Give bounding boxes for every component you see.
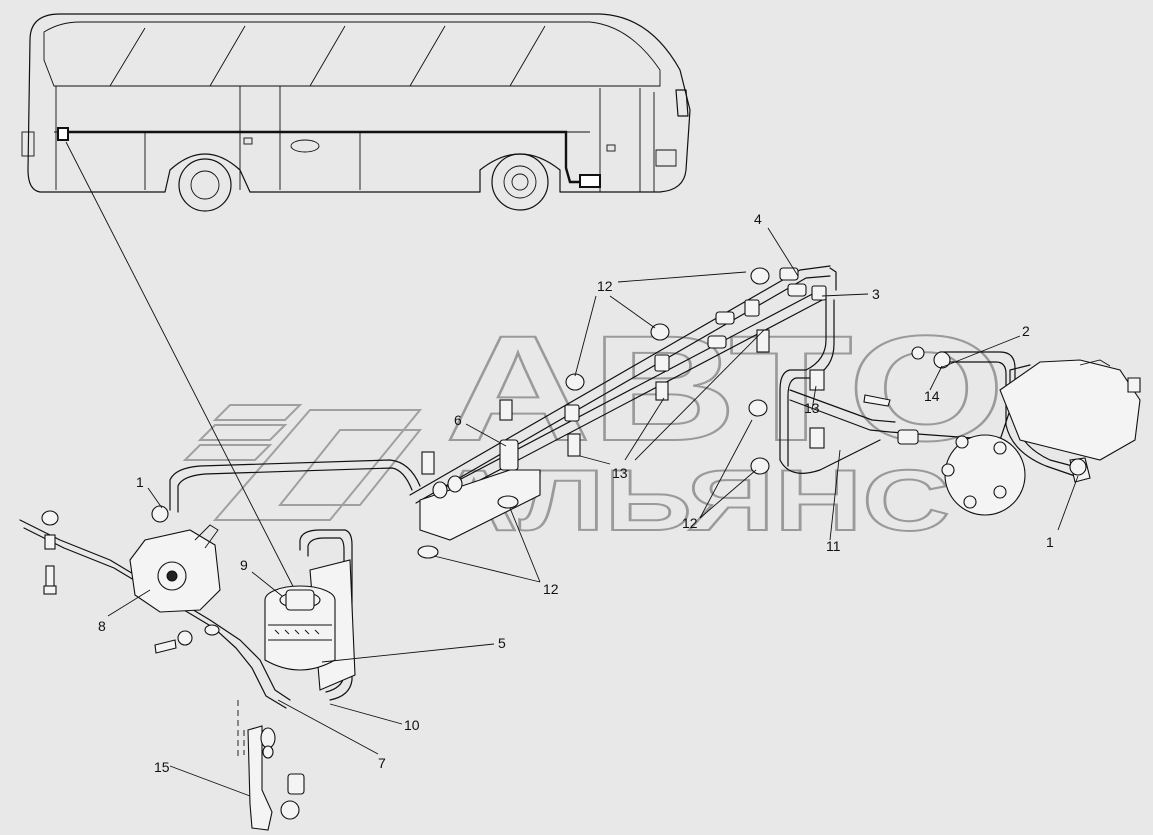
watermark-logo: АВТО АЛЬЯНС [182, 303, 1006, 550]
callout-9: 9 [240, 557, 248, 573]
callout-8: 8 [98, 618, 106, 634]
callout-13-left: 13 [612, 465, 628, 481]
callout-2: 2 [1022, 323, 1030, 339]
callout-12-top: 12 [597, 278, 613, 294]
watermark-emblem [182, 404, 423, 521]
oil-reservoir [264, 559, 356, 691]
callout-4: 4 [754, 211, 762, 227]
callout-11: 11 [826, 538, 841, 554]
mounting-bracket [237, 700, 305, 831]
line-bracket [417, 439, 541, 559]
callout-1-left: 1 [136, 474, 144, 490]
bus-illustration [21, 13, 691, 212]
callout-12-mid: 12 [682, 515, 698, 531]
hydraulic-pump [129, 524, 221, 613]
bus-to-reservoir-leader [65, 141, 301, 601]
callout-5: 5 [498, 635, 506, 651]
watermark-line1: АВТО [445, 304, 1005, 472]
callout-15: 15 [154, 759, 170, 775]
callout-13-right: 13 [804, 400, 820, 416]
callout-10: 10 [404, 717, 420, 733]
clamps-and-nuts [151, 267, 1087, 523]
steering-gear [941, 359, 1141, 516]
callout-1-right: 1 [1046, 534, 1054, 550]
callout-labels: 1 1 2 3 4 5 6 7 8 9 10 11 12 12 12 13 13… [98, 211, 1054, 775]
callout-7: 7 [378, 755, 386, 771]
callout-14: 14 [924, 388, 940, 404]
pump-hardware [41, 510, 220, 654]
callout-3: 3 [872, 286, 880, 302]
parts [41, 267, 1141, 831]
leader-lines [107, 227, 1079, 797]
callout-12-bottom: 12 [543, 581, 559, 597]
callout-6: 6 [454, 412, 462, 428]
